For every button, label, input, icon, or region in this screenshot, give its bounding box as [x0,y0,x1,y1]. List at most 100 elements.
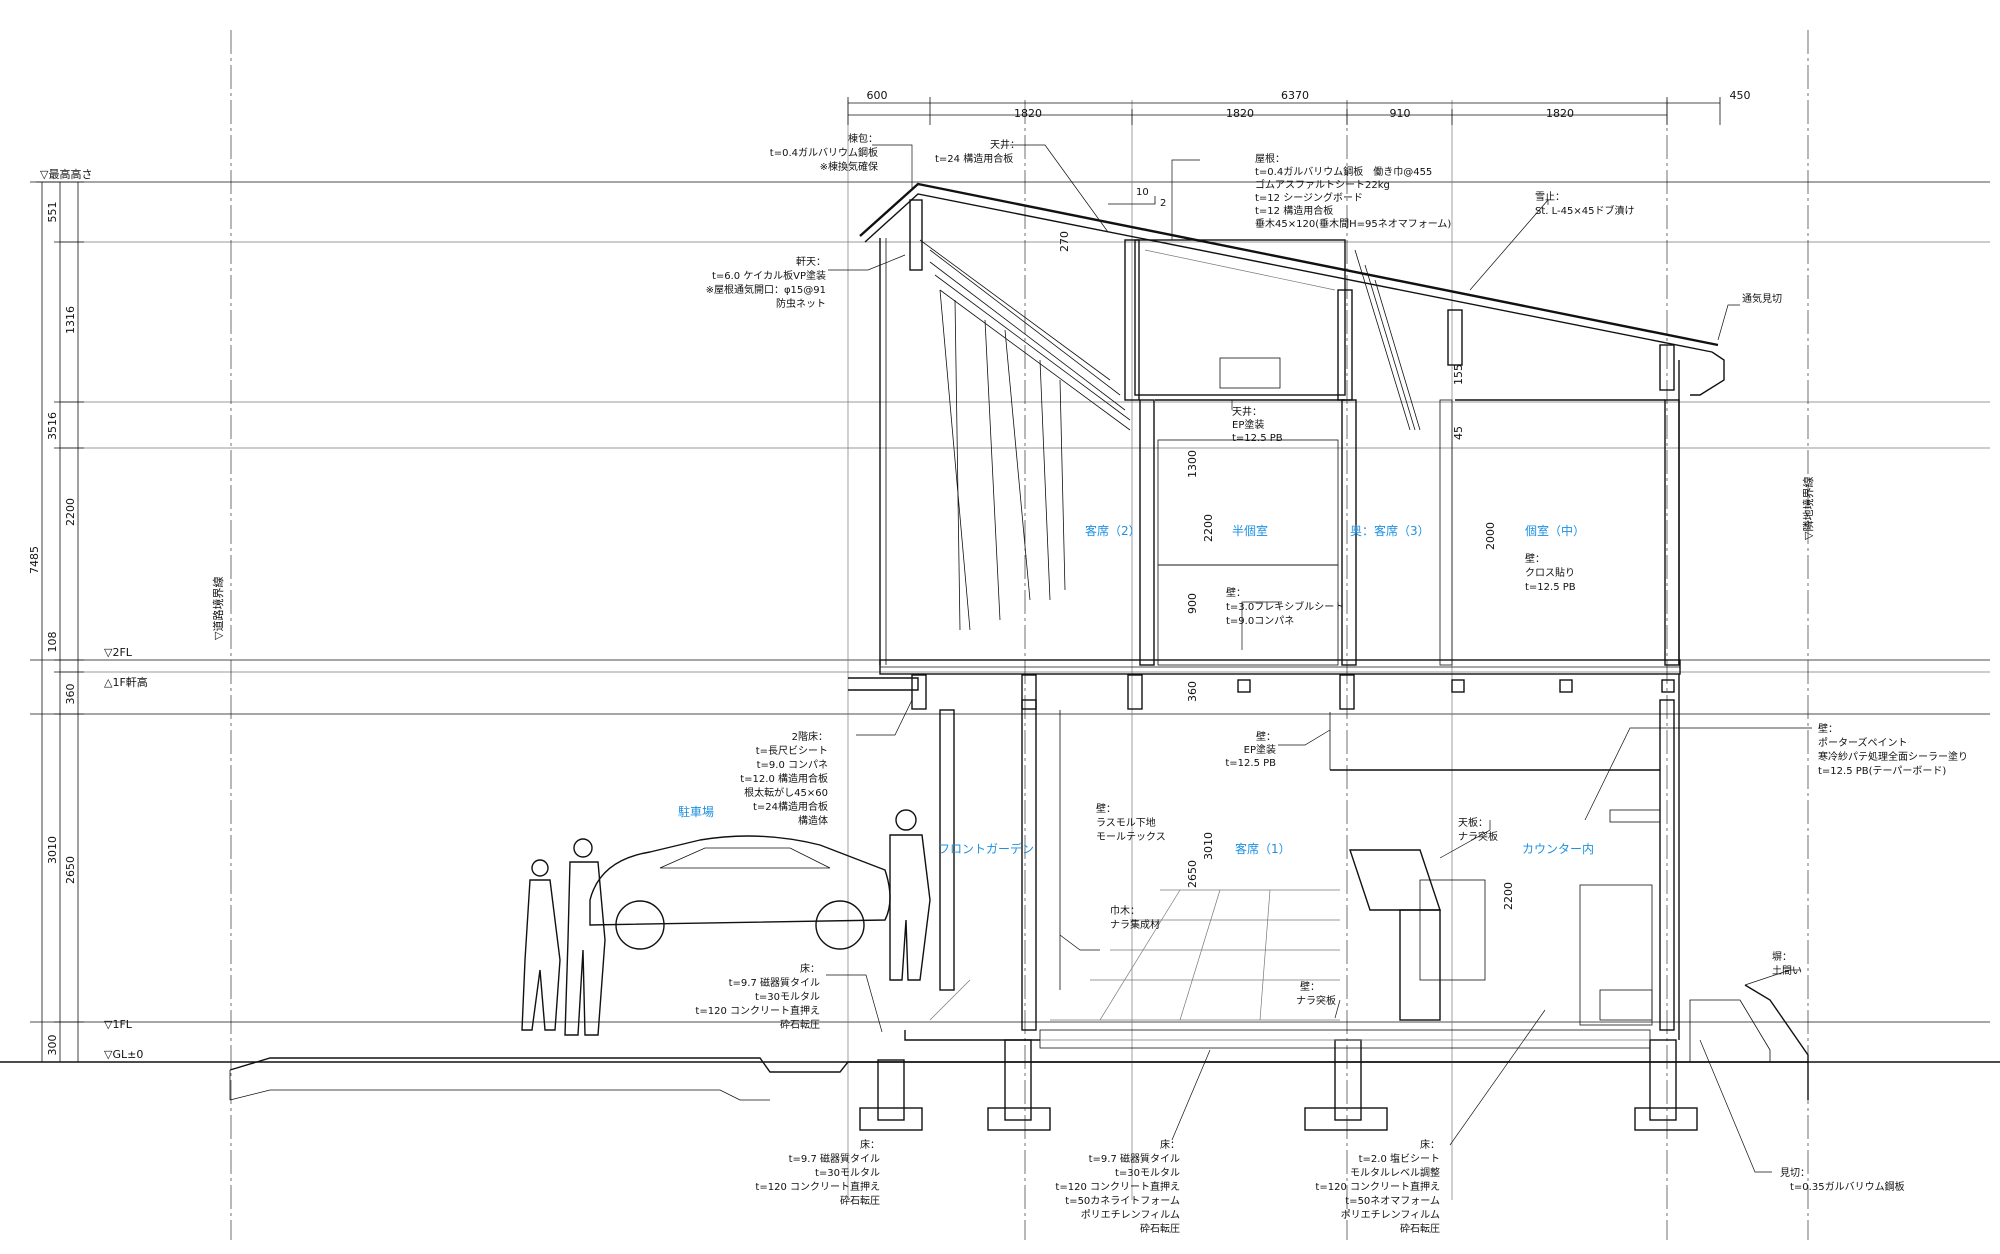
note-roof-4: t=12 構造用合板 [1255,204,1333,217]
note-wall-mortar: 壁： ラスモル下地 モールテックス [1096,802,1166,843]
floor-beams [911,674,1675,710]
note-floor-outside-3: t=120 コンクリート直押え [695,1004,820,1017]
note-ceiling-ep: 天井： EP塗装 t=12.5 PB [1232,405,1283,444]
note-vent: 通気見切 [1742,292,1782,305]
dim-300: 300 [46,1035,59,1056]
note-ridge-2: ※棟換気確保 [820,160,878,173]
note-roof-0: 屋根： [1255,152,1285,165]
note-wall-nara: 壁： ナラ突板 [1296,980,1336,1007]
note-floor-a-0: 床： [860,1138,880,1151]
room-counter: カウンター内 [1522,842,1594,856]
note-roof-1: t=0.4ガルバリウム鋼板 働き巾@455 [1255,165,1432,178]
room-seat-2: 客席（2） [1085,523,1141,538]
note-wall-ep: 壁： EP塗装 t=12.5 PB [1225,730,1276,769]
dim-1820-c: 1820 [1546,107,1574,120]
note-soffit-2: ※屋根通気開口：φ15@91 [706,283,826,296]
note-wall-mortar-0: 壁： [1096,802,1116,815]
note-vent-0: 通気見切 [1742,292,1782,305]
note-ceiling-ep-2: t=12.5 PB [1232,433,1283,444]
note-floor-c-0: 床： [1420,1138,1440,1151]
people-illustration [521,809,931,1036]
dim-6370: 6370 [1281,89,1309,102]
note-baseboard: 巾木： ナラ集成材 [1110,904,1160,931]
note-wall-cloth-2: t=12.5 PB [1525,582,1576,593]
note-floor-a-2: t=30モルタル [815,1167,880,1179]
note-floor2: 2階床： t=長尺ビシート t=9.0 コンパネ t=12.0 構造用合板 根太… [740,730,828,827]
note-floor-c-1: t=2.0 塩ビシート [1359,1152,1440,1165]
level-1fl: ▽1FL [104,1018,133,1031]
level-gl: ▽GL±0 [104,1048,143,1061]
level-lines [0,181,2000,1063]
level-1f-eave: △1F軒高 [104,675,148,689]
note-soffit-0: 軒天： [796,256,826,268]
dim-2200-2f: 2200 [1202,514,1215,542]
dim-3010: 3010 [46,836,59,864]
footing-4 [1634,1039,1698,1131]
note-soffit: 軒天： t=6.0 ケイカル板VP塗装 ※屋根通気開口：φ15@91 防虫ネット [706,256,826,310]
note-snow-0: 雪止： [1535,191,1565,203]
note-floor-outside-4: 砕石転圧 [780,1019,820,1031]
note-roof: 屋根： t=0.4ガルバリウム鋼板 働き巾@455 ゴムアスファルトシート22k… [1255,152,1451,230]
dim-910: 910 [1390,107,1411,120]
note-floor2-0: 2階床： [792,730,828,743]
note-floor-outside: 床： t=9.7 磁器質タイル t=30モルタル t=120 コンクリート直押え… [695,962,820,1031]
dim-1820-b: 1820 [1226,107,1254,120]
car-illustration [589,835,891,950]
note-wall-cloth-1: クロス貼り [1525,566,1575,579]
note-wall-porters-2: 寒冷紗パテ処理全面シーラー塗り [1818,750,1968,763]
dim-2200: 2200 [64,498,77,526]
note-floor-b-4: t=50カネライトフォーム [1065,1195,1180,1207]
note-counter-top-0: 天板： [1458,816,1488,829]
dim-600: 600 [867,89,888,102]
note-ceiling-ep-0: 天井： [1232,405,1262,418]
note-wall-cloth: 壁： クロス貼り t=12.5 PB [1525,552,1576,593]
dim-1820-a: 1820 [1014,107,1042,120]
note-ceiling-top-0: 天井： [990,138,1020,151]
dim-2650: 2650 [64,856,77,884]
dim-1300: 1300 [1186,450,1199,478]
dim-3516: 3516 [46,412,59,440]
footing-2 [987,1039,1051,1131]
note-wall-mortar-1: ラスモル下地 [1096,816,1156,829]
grid-axes [230,30,1809,1240]
footing-3 [1304,1039,1388,1131]
note-wall-porters-0: 壁： [1818,722,1838,735]
note-floor-b: 床： t=9.7 磁器質タイル t=30モルタル t=120 コンクリート直押え… [1055,1138,1180,1235]
note-wall-mortar-2: モールテックス [1096,831,1166,843]
note-counter-top: 天板： ナラ突板 [1458,816,1498,843]
level-2fl: ▽2FL [104,646,133,659]
note-floor-b-1: t=9.7 磁器質タイル [1089,1152,1180,1165]
note-snow-1: St. L-45×45ドブ漬け [1535,204,1634,217]
note-roof-2: ゴムアスファルトシート22kg [1255,178,1390,191]
dim-155: 155 [1452,364,1465,385]
note-wall-porters-3: t=12.5 PB(テーパーボード) [1818,765,1946,777]
dim-7485: 7485 [28,546,41,574]
floor-grid [929,889,1340,1021]
note-wall-ep-0: 壁： [1256,730,1276,743]
level-labels: ▽最高高さ ▽2FL △1F軒高 ▽1FL ▽GL±0 ▽道路境界線 ▽隣地境界… [40,167,1815,1061]
note-wall-nara-0: 壁： [1300,980,1320,993]
note-ceiling-top-1: t=24 構造用合板 [935,152,1013,165]
dim-3010-inner: 3010 [1202,832,1215,860]
building-section [848,182,1725,1040]
footing-1 [859,1059,923,1131]
leader-lines [826,144,1812,1173]
note-wall-nara-1: ナラ突板 [1296,994,1336,1007]
note-floor-b-2: t=30モルタル [1115,1167,1180,1179]
note-floor-b-0: 床： [1160,1138,1180,1151]
note-floor-c: 床： t=2.0 塩ビシート モルタルレベル調整 t=120 コンクリート直押え… [1315,1138,1440,1235]
note-counter-top-1: ナラ突板 [1458,830,1498,843]
note-soffit-1: t=6.0 ケイカル板VP塗装 [712,269,826,282]
dim-1316: 1316 [64,306,77,334]
note-wall-ep-1: EP塗装 [1244,743,1276,756]
note-fence: 塀： 土間い [1772,951,1802,977]
note-floor-b-3: t=120 コンクリート直押え [1055,1180,1180,1193]
note-flashing: 見切： t=0.35ガルバリウム鋼板 [1780,1167,1905,1193]
note-wall-porters-1: ポーターズペイント [1818,736,1908,749]
note-floor-a-3: t=120 コンクリート直押え [755,1180,880,1193]
room-parking: 駐車場 [678,804,714,819]
note-roof-5: 垂木45×120(垂木間H=95ネオマフォーム) [1255,218,1451,230]
note-floor2-5: t=24構造用合板 [753,800,828,813]
dim-360-inner: 360 [1186,681,1199,702]
